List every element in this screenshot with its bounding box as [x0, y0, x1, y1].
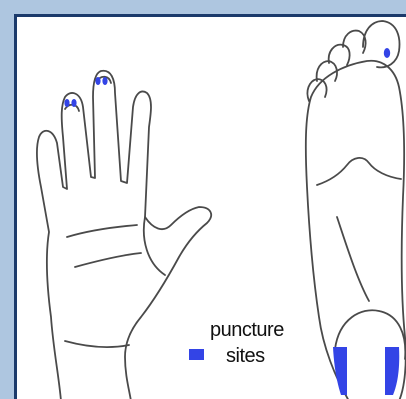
foot-drawing — [306, 21, 406, 399]
hand-outline — [37, 71, 211, 399]
palm-line-middle — [75, 253, 141, 267]
puncture-dot — [64, 99, 69, 107]
puncture-dot — [71, 99, 76, 107]
thumb-crease — [144, 217, 165, 275]
legend-swatch — [189, 349, 204, 360]
foot-puncture-sites — [333, 48, 399, 395]
legend-label-line2: sites — [226, 345, 265, 368]
hand-drawing — [37, 71, 211, 399]
heel-puncture-left — [333, 347, 347, 395]
wrist-line — [65, 341, 129, 347]
puncture-dot — [384, 48, 390, 58]
illustration-panel: puncture sites — [14, 14, 406, 399]
legend-label-line1: puncture — [210, 319, 284, 342]
toe-2 — [343, 31, 366, 53]
ball-crease — [317, 158, 401, 185]
puncture-dot — [95, 77, 100, 85]
palm-line-top — [67, 225, 137, 237]
arch-line — [337, 217, 369, 301]
puncture-dot — [102, 77, 107, 85]
heel-puncture-right — [385, 347, 399, 395]
